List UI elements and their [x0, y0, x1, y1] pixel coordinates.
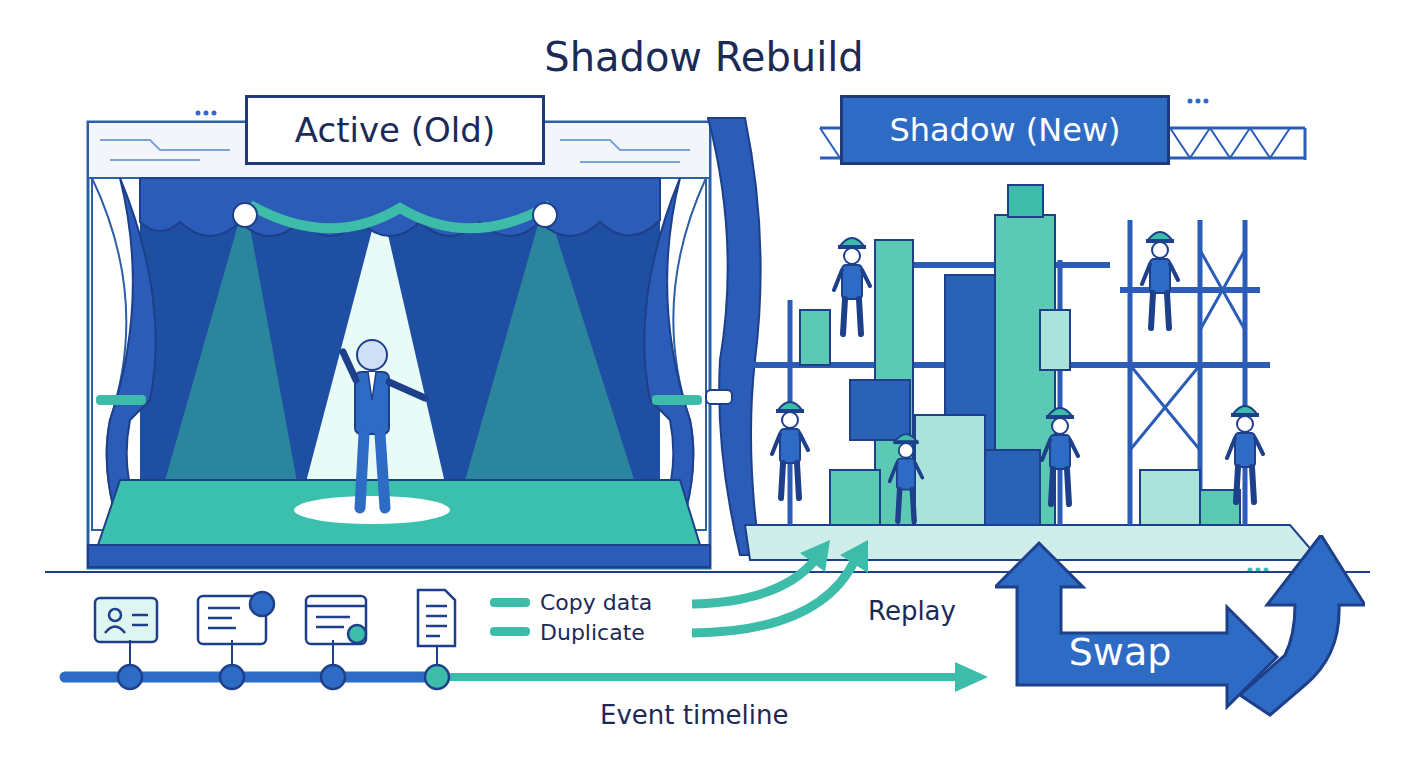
- event-icons-part: [105, 615, 148, 633]
- stage-illustration-part: [300, 200, 450, 505]
- event-timeline: [65, 640, 988, 692]
- node-text: Active (Old): [295, 110, 495, 150]
- construction-illustration-part: [830, 470, 880, 525]
- swap-arrow-body: [995, 543, 1277, 707]
- dot-decoration-part: [212, 111, 217, 116]
- construction-illustration-part: [890, 434, 923, 521]
- construction-illustration-part: [1040, 310, 1070, 370]
- stage-illustration: [88, 122, 710, 568]
- diagram-title: Shadow Rebuild: [0, 34, 1408, 80]
- node-label-box: Active (Old): [245, 95, 545, 165]
- separator-line-part: [45, 571, 1370, 573]
- construction-illustration: [745, 128, 1320, 560]
- swap-arrow-shape: [995, 535, 1365, 720]
- stage-illustration-part: [233, 203, 257, 227]
- divider-curtain-part: [708, 118, 761, 555]
- construction-illustration-part: [850, 380, 910, 440]
- stage-illustration-part: [88, 545, 710, 567]
- event-timeline-part: [955, 662, 988, 692]
- construction-illustration-part: [1130, 250, 1245, 450]
- stage-illustration-part: [460, 200, 640, 498]
- separator-line: [45, 572, 1370, 573]
- construction-illustration-part: [834, 238, 870, 334]
- event-icons: [95, 590, 455, 646]
- stage-illustration-part: [343, 352, 425, 398]
- stage-illustration-part: [250, 205, 550, 228]
- event-timeline-part: [425, 665, 449, 689]
- construction-illustration-part: [985, 450, 1040, 525]
- swap-arrow: Swap: [995, 535, 1365, 720]
- node-text: Shadow (New): [889, 111, 1120, 149]
- stage-illustration-part: [533, 203, 557, 227]
- stage-illustration-part: [98, 480, 700, 545]
- stage-illustration-part: [88, 122, 710, 568]
- stage-illustration-part: [644, 178, 693, 530]
- copy-arrows-part: [692, 560, 815, 604]
- flow-label: Replay: [868, 596, 956, 626]
- event-timeline-part: [118, 665, 142, 689]
- divider-curtain-part: [706, 390, 732, 404]
- dot-decoration-part: [204, 111, 209, 116]
- event-icons-part: [109, 609, 121, 621]
- flow-label: Copy data: [540, 590, 652, 615]
- copy-arrows-part: [692, 560, 855, 633]
- construction-illustration-part: [1042, 408, 1078, 504]
- shadow-stage: Shadow (New): [740, 95, 1340, 565]
- swap-arrow-return: [1240, 535, 1365, 715]
- timeline-label: Event timeline: [600, 700, 788, 730]
- construction-illustration-part: [772, 402, 808, 498]
- event-icons-part: [250, 592, 274, 616]
- event-icons-part: [208, 608, 240, 628]
- stage-illustration-part: [160, 200, 300, 498]
- stage-illustration-part: [355, 372, 389, 434]
- event-timeline-part: [130, 640, 437, 665]
- copy-arrows-part: [490, 598, 530, 607]
- node-text: Swap: [1069, 630, 1172, 674]
- dot-decoration-part: [1188, 99, 1193, 104]
- copy-arrows-part: [800, 540, 830, 572]
- stage-illustration-part: [652, 395, 702, 405]
- node-label-box: Shadow (New): [840, 95, 1170, 165]
- event-timeline-part: [321, 665, 345, 689]
- divider-curtain: [706, 118, 761, 555]
- construction-illustration-part: [1227, 406, 1263, 502]
- construction-illustration-part: [1140, 470, 1200, 525]
- event-timeline-part: [220, 665, 244, 689]
- stage-illustration-part: [140, 178, 660, 236]
- copy-arrows-part: [840, 540, 868, 573]
- node-label-box: Swap: [1045, 627, 1195, 677]
- stage-illustration-part: [357, 340, 387, 370]
- event-icons-part: [348, 625, 366, 643]
- event-icons-part: [426, 606, 447, 636]
- construction-illustration-part: [800, 310, 830, 365]
- flow-label: Duplicate: [540, 620, 645, 645]
- dot-decoration-part: [1196, 99, 1201, 104]
- event-icons-part: [95, 598, 157, 642]
- construction-illustration-part: [1170, 128, 1290, 158]
- dot-decoration-part: [196, 111, 201, 116]
- dot-decoration-part: [1204, 99, 1209, 104]
- construction-illustration-part: [915, 415, 985, 525]
- stage-illustration-part: [368, 372, 376, 400]
- construction-illustration-part: [1142, 232, 1178, 328]
- stage-illustration-part: [96, 395, 146, 405]
- event-icons-part: [306, 596, 366, 644]
- copy-arrows-part: [490, 627, 530, 636]
- event-icons-part: [418, 590, 455, 646]
- stage-illustration-part: [107, 178, 156, 530]
- active-stage: Active (Old): [88, 95, 710, 570]
- construction-illustration-part: [1008, 185, 1043, 217]
- stage-illustration-part: [294, 496, 450, 524]
- event-timeline-part: [440, 673, 960, 681]
- stage-illustration-part: [360, 434, 385, 508]
